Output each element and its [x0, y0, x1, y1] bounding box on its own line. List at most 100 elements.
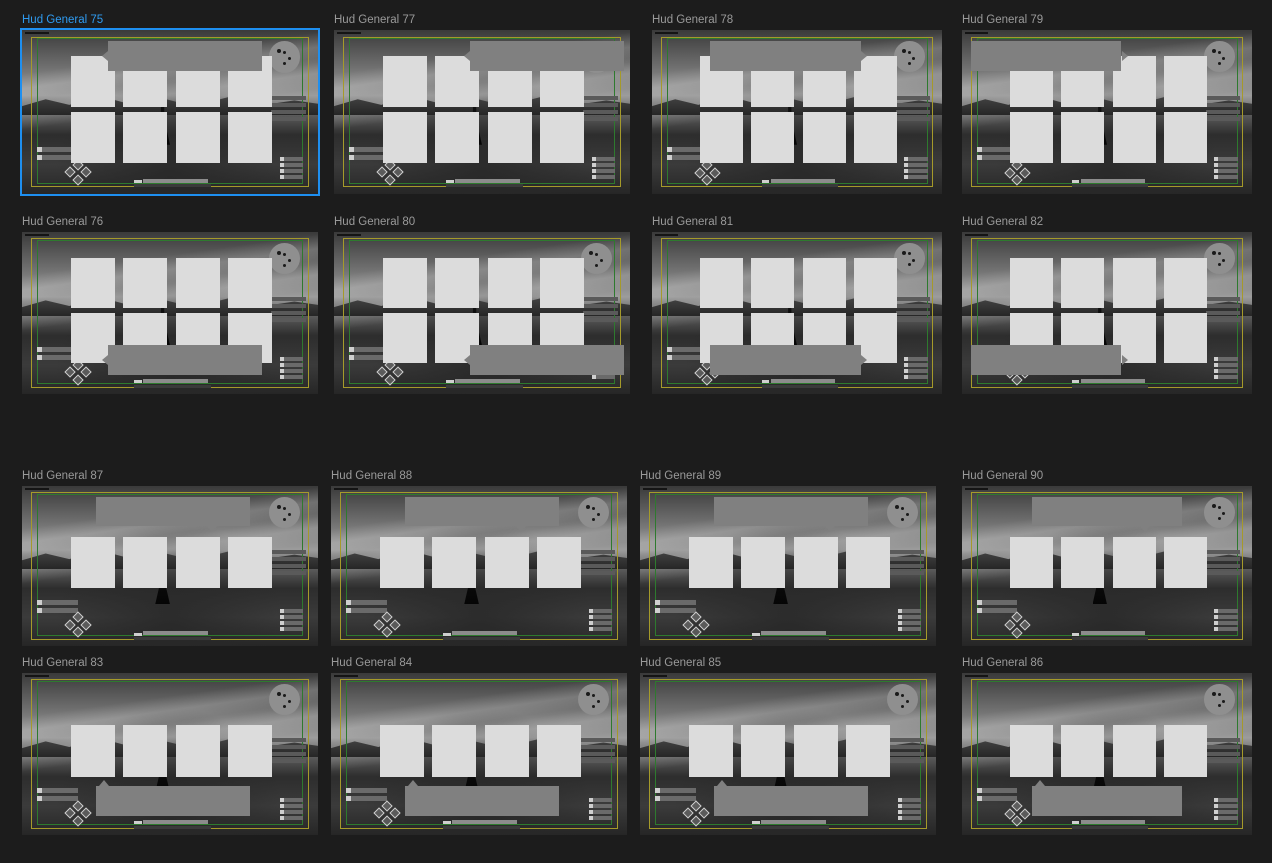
level-badge: [443, 632, 451, 636]
banner-bar: [1031, 786, 1183, 816]
feed-row: [36, 146, 79, 152]
top-bar: [964, 31, 989, 35]
card-slot: [1112, 724, 1157, 777]
hud-frame[interactable]: Hud General 86: [962, 657, 1252, 835]
xp-bar-track: [134, 384, 212, 388]
hud-frame[interactable]: Hud General 84: [331, 657, 627, 835]
hud-frame[interactable]: Hud General 75: [20, 14, 320, 196]
objective-line: [1205, 95, 1241, 100]
xp-bar: [770, 378, 835, 383]
card-slot: [1009, 112, 1054, 163]
frame-label[interactable]: Hud General 89: [640, 470, 722, 482]
frame-label[interactable]: Hud General 88: [331, 470, 413, 482]
feed-row: [897, 609, 922, 614]
card-slot: [1112, 112, 1157, 163]
feed-row: [279, 810, 304, 815]
hud-frame[interactable]: Hud General 79: [962, 14, 1252, 194]
minimap-marker: [595, 252, 599, 256]
frame-label[interactable]: Hud General 85: [640, 657, 722, 669]
card-slot: [431, 724, 477, 777]
frame-label[interactable]: Hud General 75: [22, 14, 104, 26]
dpad-icon: [682, 611, 710, 639]
hud-frame[interactable]: Hud General 88: [331, 470, 627, 646]
minimap-marker: [912, 56, 916, 60]
top-bar: [24, 31, 49, 35]
xp-bar-track: [134, 184, 212, 188]
hud-frame[interactable]: Hud General 83: [22, 657, 318, 835]
level-badge: [446, 180, 454, 184]
feed-row: [345, 788, 388, 794]
dpad-button: [389, 807, 401, 820]
minimap-marker: [901, 693, 905, 697]
objective-line: [895, 296, 931, 301]
right-feed: [279, 156, 304, 181]
minimap-marker: [283, 704, 287, 708]
minimap-marker: [283, 506, 287, 510]
level-badge: [446, 380, 454, 384]
dpad-button: [1011, 611, 1023, 623]
minimap-marker: [592, 693, 596, 697]
frame-label[interactable]: Hud General 78: [652, 14, 734, 26]
level-badge: [1072, 180, 1080, 184]
right-feed: [279, 798, 304, 822]
feed-row: [348, 347, 391, 353]
left-feed: [976, 788, 1018, 804]
frame-label[interactable]: Hud General 84: [331, 657, 413, 669]
top-bar: [24, 233, 49, 237]
feed-row: [348, 146, 391, 152]
feed-row: [897, 810, 922, 815]
card-slot: [227, 112, 273, 163]
feed-row: [588, 615, 613, 620]
hud-frame[interactable]: Hud General 80: [334, 216, 630, 394]
hud-frame[interactable]: Hud General 76: [22, 216, 318, 394]
card-slot: [699, 112, 744, 163]
minimap-marker: [1217, 263, 1221, 267]
feed-row: [654, 788, 697, 794]
frame-label[interactable]: Hud General 83: [22, 657, 104, 669]
hud-frame[interactable]: Hud General 82: [962, 216, 1252, 394]
feed-row: [279, 156, 304, 161]
objective-line: [1205, 550, 1241, 554]
frame-label[interactable]: Hud General 82: [962, 216, 1044, 228]
objective-list: [582, 296, 619, 325]
hud-frame[interactable]: Hud General 85: [640, 657, 936, 835]
banner-bar: [96, 786, 250, 816]
frame-label[interactable]: Hud General 80: [334, 216, 416, 228]
dpad-button: [381, 626, 393, 639]
feed-row: [904, 357, 928, 362]
feed-row: [36, 599, 79, 605]
xp-bar: [452, 630, 518, 635]
objective-line: [270, 550, 307, 554]
minimap-marker: [912, 258, 916, 262]
frame-label[interactable]: Hud General 86: [962, 657, 1044, 669]
card-slot: [70, 313, 116, 364]
hud-frame[interactable]: Hud General 81: [652, 216, 942, 394]
card-slot: [740, 537, 786, 589]
frame-label[interactable]: Hud General 79: [962, 14, 1044, 26]
objective-line: [1205, 564, 1241, 568]
feed-row: [588, 810, 613, 815]
card-slot: [382, 56, 428, 108]
minimap-marker: [585, 504, 590, 509]
frame-label[interactable]: Hud General 90: [962, 470, 1044, 482]
hud-frame[interactable]: Hud General 87: [22, 470, 318, 646]
frame-label[interactable]: Hud General 77: [334, 14, 416, 26]
frame-label[interactable]: Hud General 81: [652, 216, 734, 228]
objective-line: [1205, 571, 1241, 575]
hud-frame[interactable]: Hud General 90: [962, 470, 1252, 646]
hud-frame[interactable]: Hud General 89: [640, 470, 936, 646]
objective-line: [582, 95, 619, 100]
hud-frame[interactable]: Hud General 77: [334, 14, 630, 194]
dpad-button: [690, 611, 702, 623]
frame-label[interactable]: Hud General 76: [22, 216, 104, 228]
left-feed: [348, 347, 391, 363]
xp-bar-track: [762, 184, 838, 188]
objective-line: [579, 744, 616, 749]
dpad-button: [701, 174, 713, 186]
hud-frame[interactable]: Hud General 78: [652, 14, 942, 194]
banner-pointer: [1140, 526, 1151, 537]
feed-row: [904, 174, 928, 179]
minimap: [269, 41, 301, 73]
objective-line: [895, 303, 931, 308]
frame-label[interactable]: Hud General 87: [22, 470, 104, 482]
